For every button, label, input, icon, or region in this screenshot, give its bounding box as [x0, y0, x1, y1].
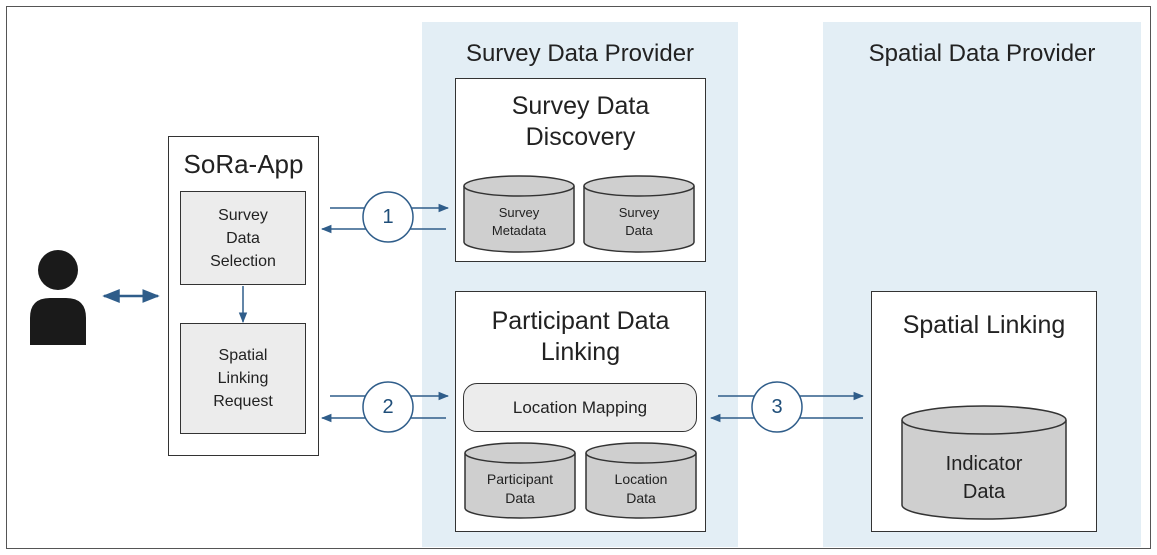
- survey-data-provider-title: Survey Data Provider: [465, 40, 695, 67]
- survey-metadata-cylinder: [463, 175, 575, 253]
- diagram-frame: [6, 6, 1151, 549]
- survey-data-discovery-title: Survey Data Discovery: [511, 92, 650, 151]
- user-silhouette-icon: [30, 250, 86, 345]
- spatial-linking-request-box: Spatial Linking Request: [180, 323, 306, 434]
- step1-number: 1: [382, 205, 394, 228]
- sora-app-title: SoRa-App: [183, 149, 304, 179]
- indicator-data-cylinder: [901, 405, 1067, 520]
- step1-circle: [362, 191, 414, 243]
- survey-metadata-label: Survey Metadata: [491, 205, 547, 238]
- spatial-data-provider-title: Spatial Data Provider: [868, 40, 1096, 67]
- participant-data-cylinder: [464, 442, 576, 519]
- survey-data-cylinder: [583, 175, 695, 253]
- location-data-label: Location Data: [614, 471, 668, 506]
- step2-circle: [362, 381, 414, 433]
- participant-data-label: Participant Data: [486, 471, 554, 506]
- spatial-linking-title: Spatial Linking: [902, 311, 1066, 339]
- survey-data-selection-box: Survey Data Selection: [180, 191, 306, 285]
- location-mapping-box: Location Mapping: [463, 383, 697, 432]
- survey-data-label: Survey Data: [618, 205, 660, 238]
- step3-circle: [751, 381, 803, 433]
- location-data-cylinder: [585, 442, 697, 519]
- step3-number: 3: [771, 395, 783, 418]
- step2-number: 2: [382, 395, 394, 418]
- participant-data-linking-title: Participant Data Linking: [491, 307, 670, 366]
- indicator-data-label: Indicator Data: [945, 453, 1023, 503]
